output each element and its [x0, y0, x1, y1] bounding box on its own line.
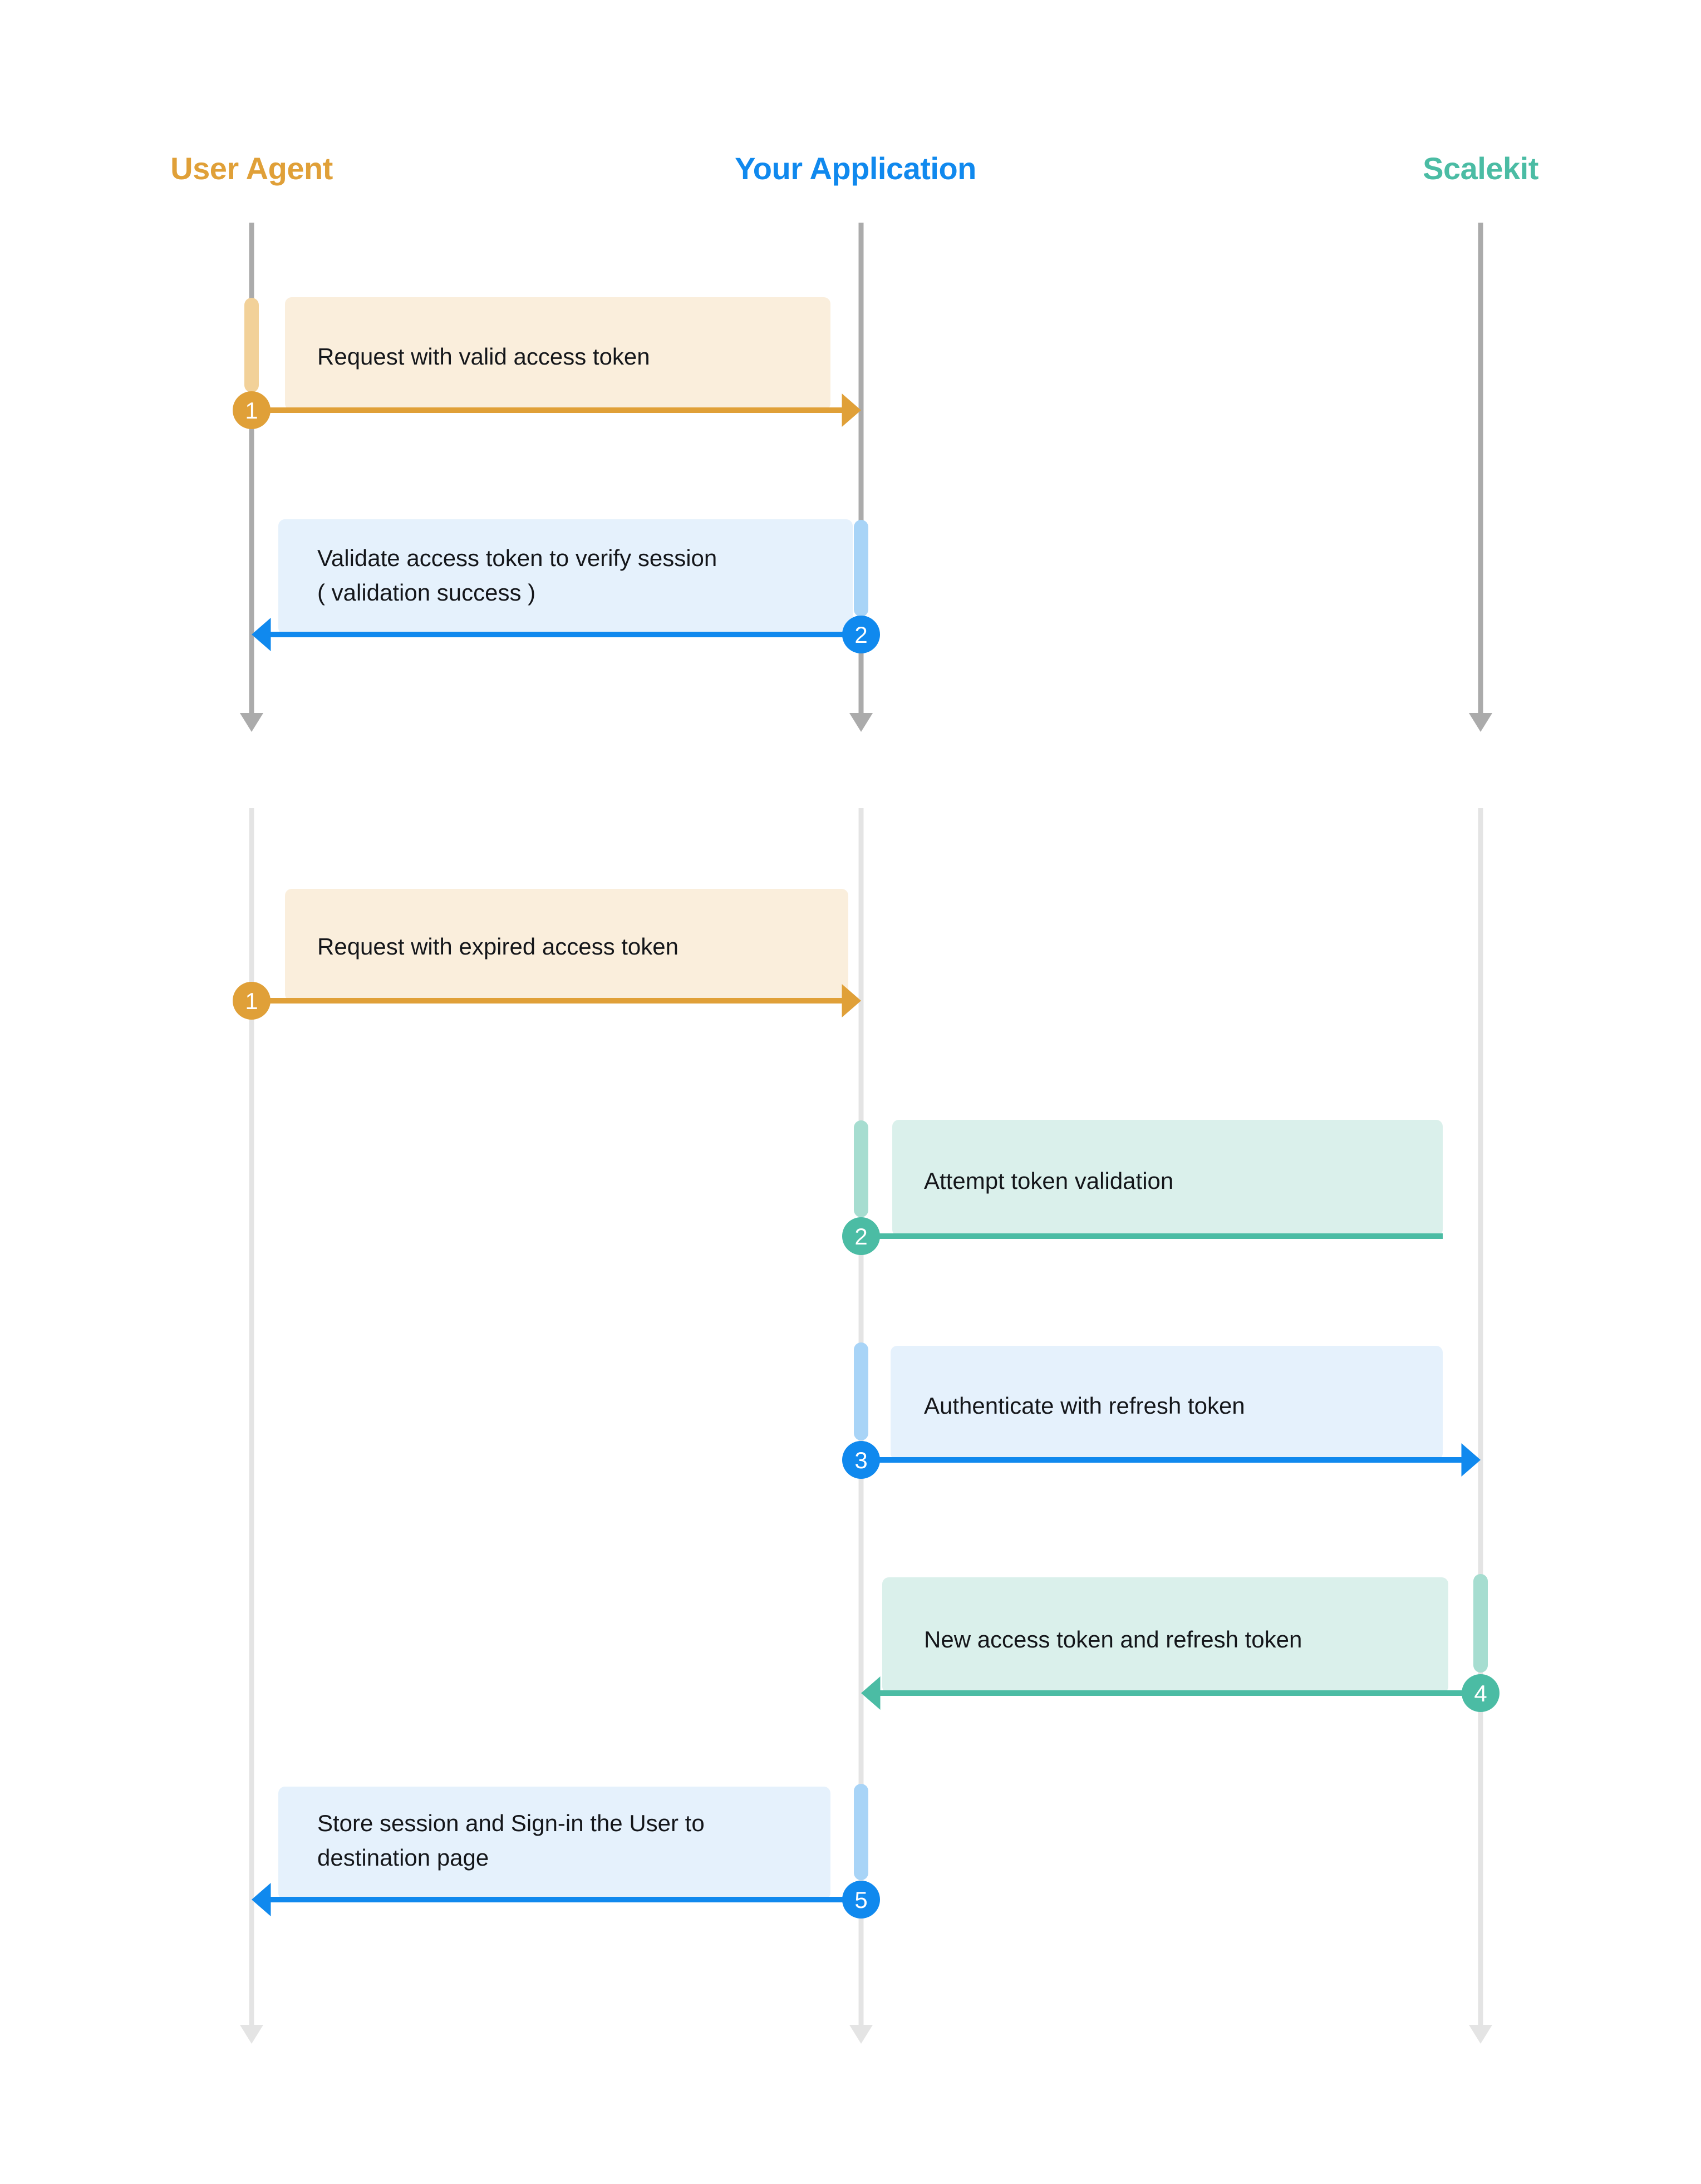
step-marker-circle-m3[interactable] — [233, 982, 271, 1020]
message-label-text-m3-line-0: Request with expired access token — [317, 933, 679, 960]
section-expired-token-flow: 1 Request with expired access token 2 Attem… — [233, 808, 1500, 2044]
activation-bar-m5 — [854, 1342, 868, 1440]
actor-title-user: User Agent — [170, 151, 333, 186]
message-label-box-m2 — [278, 519, 853, 634]
message-label-box-m7 — [278, 1787, 830, 1900]
lifeline-end-arrow-scalekit — [1468, 2025, 1493, 2044]
message-m7: 5 Store session and Sign-in the User to de… — [252, 1784, 880, 1919]
message-arrowhead-m1 — [842, 393, 861, 427]
actor-title-scalekit: Scalekit — [1423, 151, 1538, 186]
lifeline-end-arrow-scalekit — [1468, 713, 1493, 732]
step-marker-circle-m2[interactable] — [842, 616, 880, 653]
message-m6: 4 New access token and refresh token — [861, 1574, 1500, 1712]
step-marker-number-m5: 3 — [854, 1447, 867, 1473]
step-marker-number-m1: 1 — [245, 397, 258, 424]
message-label-text-m2-line-1: ( validation success ) — [317, 579, 535, 606]
actor-title-app: Your Application — [735, 151, 976, 186]
message-arrowhead-m3 — [842, 984, 861, 1017]
message-label-text-m2-line-0: Validate access token to verify session — [317, 545, 717, 571]
activation-bar-m7 — [854, 1784, 868, 1880]
step-marker-number-m6: 4 — [1474, 1680, 1487, 1706]
step-marker-circle-m4[interactable] — [842, 1217, 880, 1255]
step-marker-number-m7: 5 — [854, 1887, 867, 1913]
message-label-box-m4 — [892, 1120, 1443, 1236]
lifeline-end-arrow-user — [239, 2025, 264, 2044]
message-label-text-m6-line-0: New access token and refresh token — [924, 1626, 1302, 1652]
message-arrowhead-m5 — [1461, 1443, 1481, 1477]
message-arrowhead-m2 — [252, 618, 271, 651]
message-m5: 3 Authenticate with refresh token — [842, 1342, 1481, 1479]
lifeline-end-arrow-app — [849, 713, 873, 732]
message-m2: 2 Validate access token to verify session… — [252, 519, 880, 653]
message-m4: 2 Attempt token validation — [842, 1120, 1443, 1255]
step-marker-number-m2: 2 — [854, 622, 867, 648]
lifeline-end-arrow-app — [849, 2025, 873, 2044]
message-label-text-m4-line-0: Attempt token validation — [924, 1168, 1173, 1194]
step-marker-circle-m6[interactable] — [1462, 1674, 1500, 1712]
step-marker-circle-m7[interactable] — [842, 1881, 880, 1919]
message-label-box-m3 — [285, 889, 848, 1001]
activation-bar-m1 — [244, 298, 259, 392]
message-label-text-m1-line-0: Request with valid access token — [317, 343, 650, 370]
lifeline-end-arrow-user — [239, 713, 264, 732]
message-label-box-m6 — [882, 1577, 1448, 1693]
activation-bar-m4 — [854, 1120, 868, 1217]
message-label-box-m5 — [891, 1346, 1443, 1460]
message-arrowhead-m6 — [861, 1676, 881, 1710]
activation-bar-m6 — [1473, 1574, 1488, 1673]
step-marker-number-m4: 2 — [854, 1223, 867, 1250]
message-label-text-m7-line-1: destination page — [317, 1844, 489, 1871]
message-m1: 1 Request with valid access token — [233, 297, 861, 429]
step-marker-number-m3: 1 — [245, 988, 258, 1014]
message-label-box-m1 — [285, 297, 830, 410]
message-label-text-m7-line-0: Store session and Sign-in the User to — [317, 1810, 705, 1836]
message-arrowhead-m7 — [252, 1883, 271, 1916]
step-marker-circle-m5[interactable] — [842, 1441, 880, 1479]
message-label-text-m5-line-0: Authenticate with refresh token — [924, 1393, 1245, 1419]
activation-bar-m2 — [854, 520, 868, 617]
step-marker-circle-m1[interactable] — [233, 391, 271, 429]
section-valid-token-flow: 1 Request with valid access token 2 Validat… — [233, 223, 1493, 732]
message-m3: 1 Request with expired access token — [233, 889, 861, 1020]
